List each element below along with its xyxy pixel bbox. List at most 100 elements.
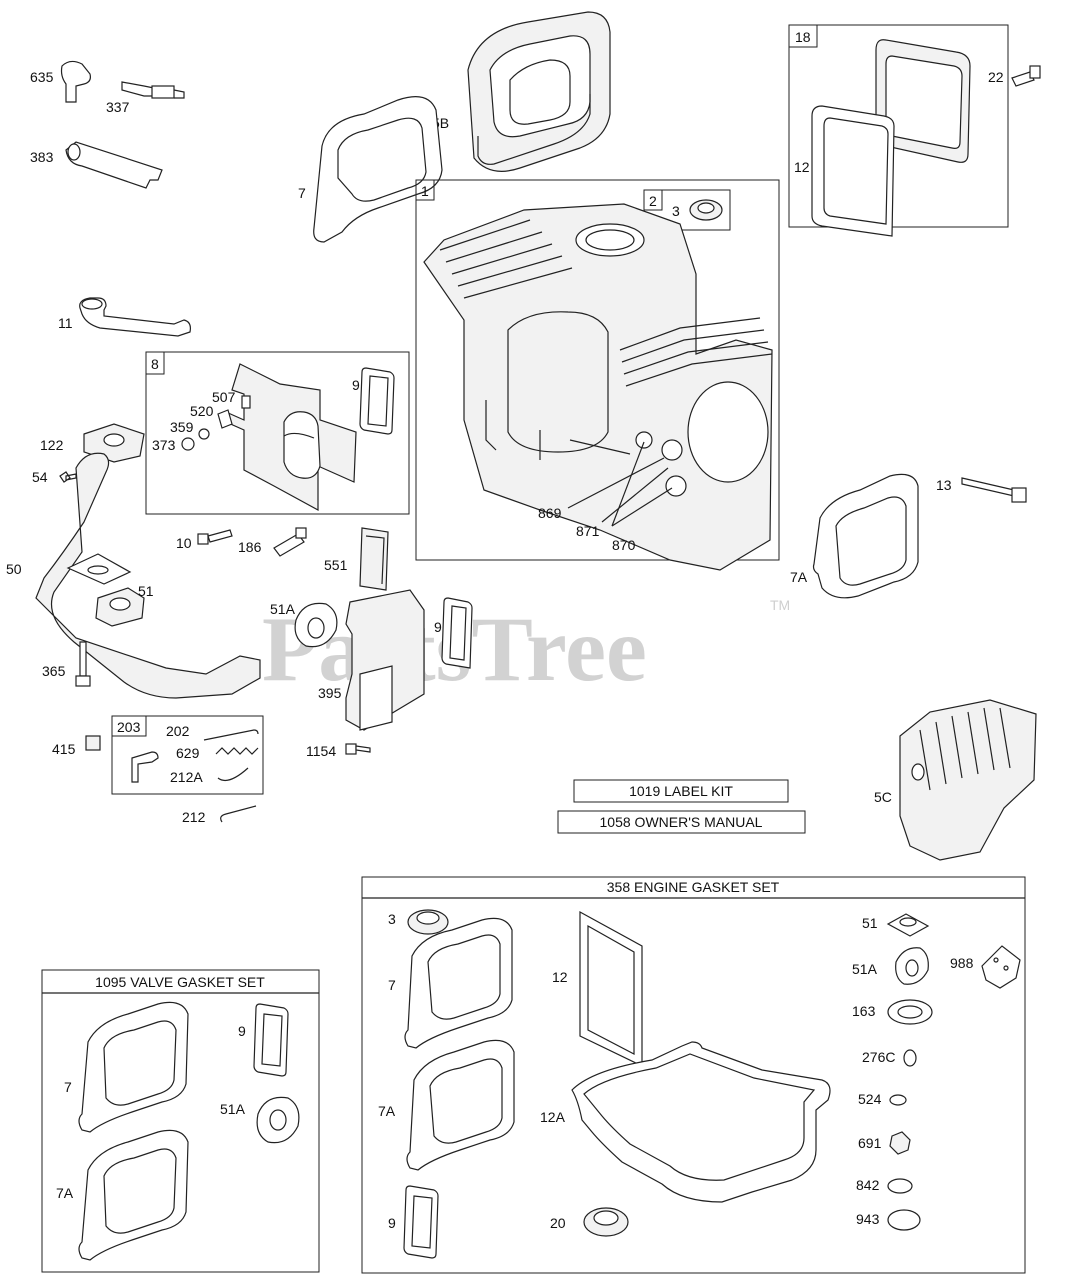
- gs-part-163-gasket[interactable]: [887, 999, 933, 1025]
- part-186-fitting[interactable]: [273, 527, 307, 557]
- callout-54: 54: [32, 469, 48, 485]
- gs-part-12-cover-gasket[interactable]: [579, 910, 643, 1067]
- callout-520: 520: [190, 403, 214, 419]
- part-212a-link[interactable]: [217, 767, 249, 781]
- callout-51a: 51A: [270, 601, 296, 617]
- gs-part-20-oil-seal[interactable]: [583, 1207, 629, 1237]
- part-11-breather-tube[interactable]: [79, 297, 191, 337]
- label-kit-box[interactable]: [573, 779, 789, 803]
- callout-5c: 5C: [874, 789, 892, 805]
- part-202-link[interactable]: [203, 729, 259, 741]
- callout-50: 50: [6, 561, 22, 577]
- vs-callout-51a: 51A: [220, 1101, 246, 1117]
- gs-callout-7: 7: [388, 977, 396, 993]
- part-50-exhaust-pipe[interactable]: [35, 452, 261, 699]
- part-629-spring[interactable]: [215, 747, 259, 755]
- gs-part-943-ring[interactable]: [887, 1209, 921, 1231]
- part-10-bolt[interactable]: [197, 529, 233, 545]
- callout-337: 337: [106, 99, 130, 115]
- callout-1154: 1154: [306, 743, 336, 759]
- part-1-cylinder-block[interactable]: [423, 203, 773, 571]
- valve-gasket-set-title[interactable]: 1095 VALVE GASKET SET: [95, 974, 265, 990]
- callout-9-kit: 9: [352, 377, 360, 393]
- gs-part-276c-washer[interactable]: [903, 1049, 917, 1067]
- part-13-bolt[interactable]: [961, 477, 1027, 503]
- part-1154-screw[interactable]: [345, 743, 371, 755]
- part-337-spark-plug[interactable]: [121, 81, 185, 99]
- part-51-exhaust-gasket[interactable]: [66, 553, 132, 585]
- callout-7a-right: 7A: [790, 569, 808, 585]
- gs-part-9-cover-gasket[interactable]: [403, 1185, 439, 1259]
- part-395-shield[interactable]: [345, 589, 425, 731]
- part-9-cover-gasket-kit[interactable]: [359, 367, 395, 435]
- gs-callout-51: 51: [862, 915, 878, 931]
- engine-gasket-set-title[interactable]: 358 ENGINE GASKET SET: [607, 879, 780, 895]
- part-18-valve-cover[interactable]: [875, 39, 971, 163]
- gs-part-842-ring[interactable]: [887, 1178, 913, 1194]
- callout-7-top: 7: [298, 185, 306, 201]
- vs-part-51a-gasket[interactable]: [256, 1096, 300, 1144]
- callout-635: 635: [30, 69, 54, 85]
- vs-part-7a-head-gasket[interactable]: [78, 1129, 189, 1261]
- callout-395: 395: [318, 685, 342, 701]
- vs-part-7-head-gasket[interactable]: [78, 1001, 189, 1133]
- gs-callout-9: 9: [388, 1215, 396, 1231]
- callout-9-mid: 9: [434, 619, 442, 635]
- valve-gasket-set-frame: [41, 969, 320, 1273]
- gs-part-7-head-gasket[interactable]: [404, 917, 513, 1049]
- part-7a-head-gasket-right[interactable]: [812, 473, 919, 599]
- part-203-governor-lever[interactable]: [131, 751, 159, 783]
- callout-629: 629: [176, 745, 200, 761]
- callout-870: 870: [612, 537, 636, 553]
- part-359-washer[interactable]: [198, 428, 210, 440]
- callout-365: 365: [42, 663, 66, 679]
- part-12-cover-gasket-top[interactable]: [811, 105, 895, 237]
- callout-507: 507: [212, 389, 236, 405]
- owners-manual-box[interactable]: [557, 810, 806, 834]
- part-51a-gasket[interactable]: [294, 602, 338, 648]
- watermark-trademark: TM: [770, 597, 790, 613]
- part-3-oil-seal-top[interactable]: [689, 199, 723, 221]
- part-212-link[interactable]: [220, 805, 257, 823]
- part-383-wrench[interactable]: [65, 141, 163, 189]
- part-7-head-gasket-top[interactable]: [313, 96, 443, 243]
- callout-212a: 212A: [170, 769, 203, 785]
- gs-part-988-gasket[interactable]: [981, 945, 1021, 989]
- callout-212: 212: [182, 809, 206, 825]
- part-5c-cylinder-head[interactable]: [899, 699, 1037, 861]
- box-1-number: 1: [421, 183, 429, 199]
- part-9-cover-gasket-mid[interactable]: [441, 597, 473, 669]
- leader-871: [601, 467, 669, 523]
- gs-part-51a-gasket[interactable]: [895, 947, 929, 985]
- part-22-bolt[interactable]: [1011, 65, 1041, 87]
- part-122-spacer[interactable]: [83, 423, 145, 463]
- callout-869: 869: [538, 505, 562, 521]
- gs-part-3-oil-seal[interactable]: [407, 909, 449, 935]
- part-551-cover[interactable]: [359, 527, 389, 591]
- part-415-plug[interactable]: [85, 735, 101, 751]
- part-54-bolt[interactable]: [59, 471, 77, 483]
- vs-part-9-cover-gasket[interactable]: [253, 1003, 289, 1077]
- callout-51: 51: [138, 583, 154, 599]
- box-8-tag: [145, 351, 165, 375]
- part-373-nut[interactable]: [181, 437, 195, 451]
- gs-part-524-ring[interactable]: [889, 1094, 907, 1106]
- part-8-governor-plate[interactable]: [225, 363, 357, 512]
- part-635-fitting[interactable]: [60, 60, 91, 103]
- box-2-tag: [643, 189, 663, 211]
- part-520-bracket[interactable]: [217, 409, 233, 429]
- part-5b-cylinder-head[interactable]: [467, 11, 611, 172]
- gs-part-691-nut[interactable]: [889, 1131, 911, 1155]
- gs-callout-51a: 51A: [852, 961, 878, 977]
- gs-part-7a-head-gasket[interactable]: [406, 1039, 515, 1171]
- gs-part-12a-base-gasket[interactable]: [571, 1041, 831, 1203]
- gs-part-51-exhaust-gasket[interactable]: [886, 913, 930, 937]
- callout-871: 871: [576, 523, 600, 539]
- callout-186: 186: [238, 539, 262, 555]
- part-507-screw[interactable]: [241, 395, 251, 409]
- box-203-number: 203: [117, 719, 141, 735]
- box-8-frame: [145, 351, 410, 515]
- part-365-bolt[interactable]: [75, 641, 91, 687]
- engine-gasket-set-frame: [361, 876, 1026, 1274]
